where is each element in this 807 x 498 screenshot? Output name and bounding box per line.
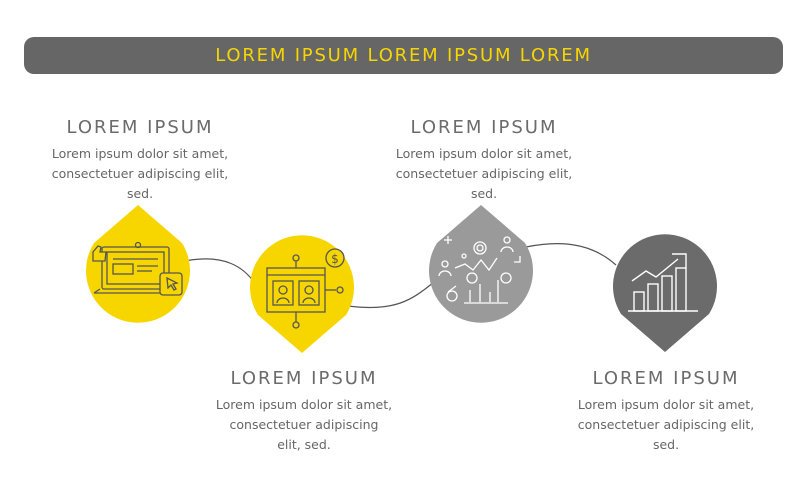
title-banner: LOREM IPSUM LOREM IPSUM LOREM — [24, 37, 783, 74]
step-4-body: Lorem ipsum dolor sit amet, consectetuer… — [546, 395, 786, 455]
step-4-body-line: consectetuer adipiscing elit, — [577, 417, 755, 432]
step-3-text: LOREM IPSUM Lorem ipsum dolor sit amet, … — [364, 117, 604, 204]
step-1-text: LOREM IPSUM Lorem ipsum dolor sit amet, … — [20, 117, 260, 204]
step-3-body-line: consectetuer adipiscing elit, — [395, 166, 573, 181]
step-2-heading: LOREM IPSUM — [230, 368, 378, 389]
connector-2-3 — [347, 281, 435, 309]
step-3-body-line: sed. — [470, 186, 498, 201]
step-1-heading: LOREM IPSUM — [66, 117, 214, 138]
connector-1-2 — [179, 258, 257, 286]
step-4-body-line: sed. — [652, 437, 680, 452]
step-4-text: LOREM IPSUM Lorem ipsum dolor sit amet, … — [546, 368, 786, 455]
step-2-body-line: Lorem ipsum dolor sit amet, — [215, 397, 393, 412]
laptop-like-icon — [92, 241, 183, 296]
step-2-body-line: consectetuer adipiscing — [229, 417, 379, 432]
svg-text:$: $ — [331, 252, 339, 266]
step-1-body-line: Lorem ipsum dolor sit amet, — [51, 146, 229, 161]
step-2-text: LOREM IPSUM Lorem ipsum dolor sit amet, … — [184, 368, 424, 455]
step-3-body: Lorem ipsum dolor sit amet, consectetuer… — [364, 144, 604, 204]
step-1-body: Lorem ipsum dolor sit amet, consectetuer… — [20, 144, 260, 204]
growth-chart-icon — [628, 253, 698, 312]
step-4-heading: LOREM IPSUM — [592, 368, 740, 389]
web-payment-icon: $ — [266, 248, 345, 329]
step-3-heading: LOREM IPSUM — [410, 117, 558, 138]
analytics-icon — [438, 236, 521, 304]
step-4-body-line: Lorem ipsum dolor sit amet, — [577, 397, 755, 412]
banner-title: LOREM IPSUM LOREM IPSUM LOREM — [215, 45, 592, 66]
step-2-body-line: elit, sed. — [277, 437, 331, 452]
step-1-body-line: sed. — [126, 186, 154, 201]
step-4-drop-shape — [613, 234, 717, 352]
step-2-body: Lorem ipsum dolor sit amet, consectetuer… — [184, 395, 424, 455]
step-3-drop-shape — [429, 205, 533, 323]
step-3-body-line: Lorem ipsum dolor sit amet, — [395, 146, 573, 161]
connector-3-4 — [525, 243, 617, 266]
step-2-drop-shape — [250, 235, 355, 353]
step-1-body-line: consectetuer adipiscing elit, — [51, 166, 229, 181]
